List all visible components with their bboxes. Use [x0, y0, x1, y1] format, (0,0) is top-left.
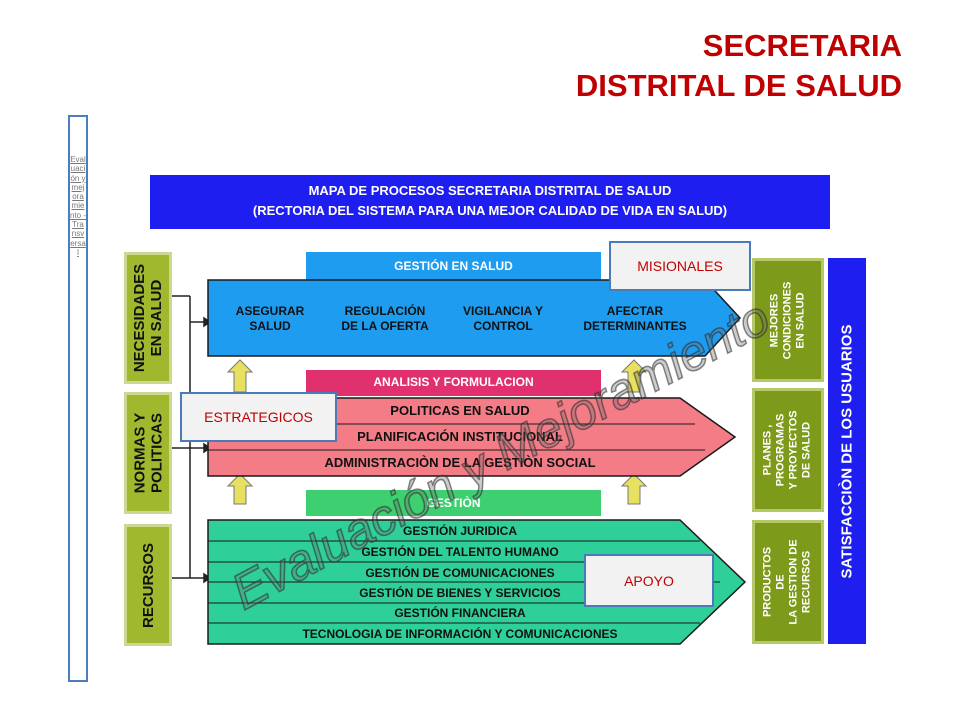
header-line-2: (RECTORIA DEL SISTEMA PARA UNA MEJOR CAL…: [252, 203, 728, 218]
transversal-bar[interactable]: Evaluación y mejoramiento - Transversal: [68, 115, 88, 682]
asegurar-line-1: ASEGURAR: [235, 304, 305, 318]
estrategico-tab: [306, 370, 601, 396]
misional-tab-label: GESTIÓN EN SALUD: [394, 259, 513, 273]
process-map-header: MAPA DE PROCESOS SECRETARIA DISTRITAL DE…: [150, 175, 830, 229]
estrategico-tab-label: ANALISIS Y FORMULACION: [373, 375, 534, 389]
up-arrow-icon: [620, 473, 648, 505]
vigilancia-line-2: CONTROL: [473, 319, 533, 333]
estrategico-item-politicas: POLITICAS EN SALUD: [390, 403, 530, 418]
title-line-2: DISTRITAL DE SALUD: [575, 68, 902, 103]
up-arrow-icon: [226, 473, 254, 505]
callout-misionales: MISIONALES: [609, 241, 751, 291]
callout-apoyo: APOYO: [584, 554, 714, 607]
input-box-recursos: RECURSOS: [124, 524, 172, 646]
apoyo-tab: [306, 490, 601, 516]
up-arrow-icon: [620, 359, 648, 393]
transversal-bar-text: Evaluación y mejoramiento - Transversal: [70, 155, 87, 257]
apoyo-item-juridica: GESTIÓN JURIDICA: [402, 524, 517, 538]
apoyo-item-talento: GESTIÓN DEL TALENTO HUMANO: [361, 545, 559, 559]
page-title: SECRETARIA DISTRITAL DE SALUD: [576, 26, 902, 106]
regulacion-line-1: REGULACIÓN: [344, 304, 426, 318]
callout-estrategicos: ESTRATEGICOS: [180, 392, 337, 442]
apoyo-item-financiera: GESTIÓN FINANCIERA: [394, 606, 526, 620]
up-arrow-icon: [226, 359, 254, 393]
afectar-line-2: DETERMINANTES: [583, 319, 687, 333]
up-arrows: [226, 359, 648, 505]
vigilancia-line-1: VIGILANCIA Y: [462, 304, 543, 318]
apoyo-tab-label: GESTIÒN: [426, 496, 481, 510]
estrategico-arrow: [207, 397, 737, 477]
right-arrow-icon: [203, 316, 212, 328]
right-arrow-icon: [203, 442, 212, 454]
afectar-line-1: AFECTAR: [606, 304, 664, 318]
regulacion-line-2: DE LA OFERTA: [341, 319, 429, 333]
apoyo-item-tecnologia: TECNOLOGIA DE INFORMACIÓN Y COMUNICACION…: [302, 627, 618, 641]
apoyo-item-comunicaciones: GESTIÓN DE COMUNICACIONES: [365, 566, 555, 580]
right-arrow-icon: [203, 572, 212, 584]
title-line-1: SECRETARIA: [702, 28, 902, 63]
asegurar-line-2: SALUD: [249, 319, 291, 333]
estrategico-item-administracion: ADMINISTRACIÒN DE LA GESTIÒN SOCIAL: [324, 455, 596, 470]
misional-tab: [306, 252, 601, 280]
satisfaccion-bar: SATISFACCIÒN DE LOS USUARIOS: [828, 258, 866, 644]
header-line-1: MAPA DE PROCESOS SECRETARIA DISTRITAL DE…: [308, 183, 672, 198]
apoyo-item-bienes: GESTIÓN DE BIENES Y SERVICIOS: [359, 586, 561, 600]
estrategico-item-planificacion: PLANIFICACIÓN INSTITUCIONAL: [357, 429, 563, 444]
